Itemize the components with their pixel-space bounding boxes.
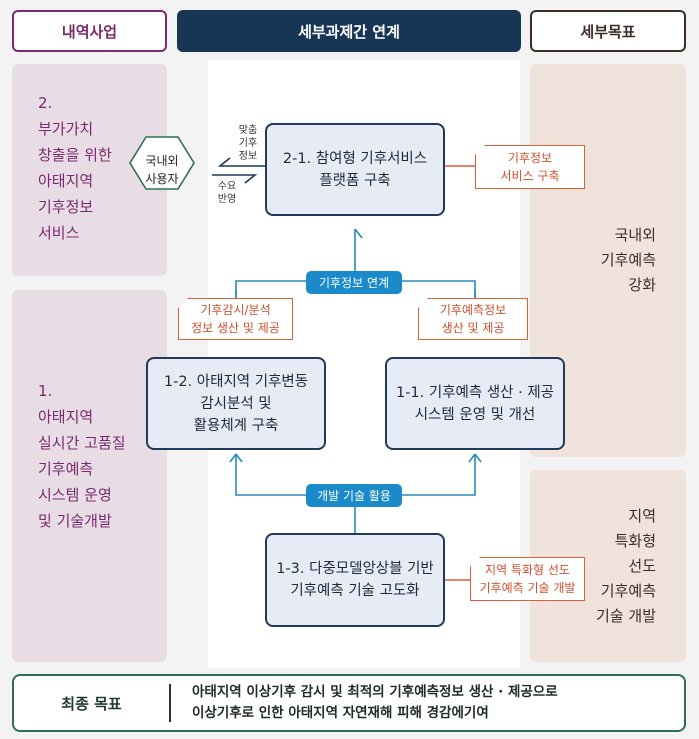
task-1-2-box: 1-2. 아태지역 기후변동 감시분석 및 활용체계 구축	[146, 357, 326, 450]
business-panel-2: 2. 부가가치 창출을 위한 아태지역 기후정보 서비스	[12, 64, 167, 276]
climate-info-link-pill: 기후정보 연계	[306, 271, 402, 294]
header-linkage: 세부과제간 연계	[177, 10, 521, 52]
final-goal-label: 최종 목표	[61, 694, 122, 713]
custom-climate-info-label: 맞춤 기후 정보	[238, 125, 258, 162]
final-goal-divider	[169, 684, 171, 722]
output-forecast-info: 기후예측정보 생산 및 제공	[418, 298, 528, 340]
output-regional-tech: 지역 특화형 선도 기후예측 기술 개발	[470, 557, 585, 601]
final-goal-text: 아태지역 이상기후 감시 및 최적의 기후예측정보 생산 · 제공으로 이상기후…	[192, 682, 558, 724]
business-panel-1: 1. 아태지역 실시간 고품질 기후예측 시스템 운영 및 기술개발	[12, 290, 167, 662]
header-goals: 세부목표	[530, 10, 686, 52]
task-1-1-box: 1-1. 기후예측 생산 · 제공 시스템 운영 및 개선	[385, 357, 565, 450]
final-goal-line-1: 아태지역 이상기후 감시 및 최적의 기후예측정보 생산 · 제공으로	[192, 684, 558, 700]
dev-tech-use-pill: 개발 기술 활용	[306, 484, 402, 507]
output-climate-service: 기후정보 서비스 구축	[475, 145, 585, 189]
task-2-1-box: 2-1. 참여형 기후서비스 플랫폼 구축	[265, 123, 445, 216]
demand-reflection-label: 수요 반영	[217, 181, 237, 205]
final-goal-line-2: 이상기후로 인한 아태지역 자연재해 피해 경감에기여	[192, 705, 489, 721]
domestic-intl-users: 국내외 사용자	[145, 154, 179, 186]
task-1-3-box: 1-3. 다중모델앙상블 기반 기후예측 기술 고도화	[265, 533, 445, 627]
output-monitoring-info: 기후감시/분석 정보 생산 및 제공	[178, 298, 293, 340]
final-goal-box: 최종 목표 아태지역 이상기후 감시 및 최적의 기후예측정보 생산 · 제공으…	[12, 674, 686, 732]
header-business: 내역사업	[12, 10, 167, 52]
